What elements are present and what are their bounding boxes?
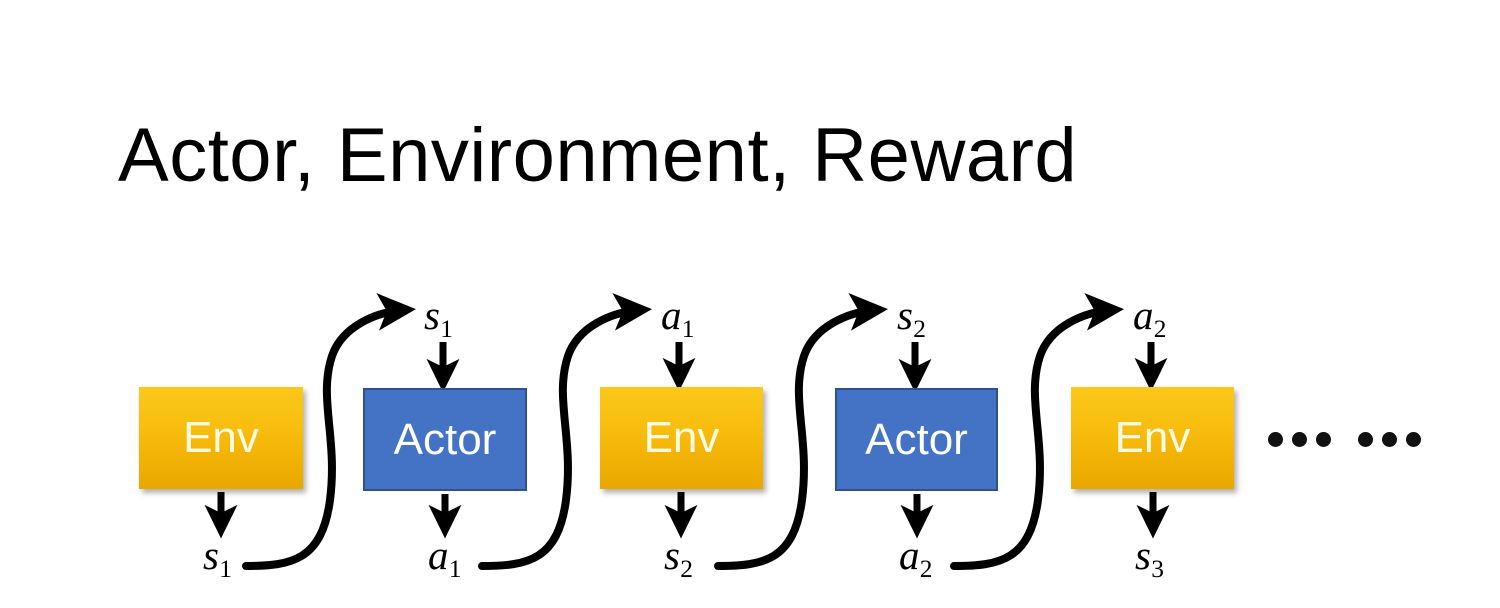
var-sub: 1 [448,554,462,583]
var-sub: 1 [219,554,232,583]
var-sub: 2 [913,314,926,343]
ellipsis-gap [1340,439,1349,440]
action-label-a1-bottom: a1 [428,532,461,582]
action-label-a2-bottom: a2 [899,532,932,582]
page-title: Actor, Environment, Reward [118,113,1078,198]
ellipsis-dot [1292,432,1307,447]
node-label: Actor [393,414,497,464]
feedback-curves [242,293,1124,570]
var-sub: 1 [681,314,695,343]
down-arrows-out-of-boxes [204,492,1170,539]
node-env-1[interactable]: Env [139,387,303,489]
var-base: s [203,532,219,578]
state-label-s3-bottom: s3 [1135,532,1164,582]
var-base: s [897,292,913,338]
down-arrows-into-boxes [426,342,1168,393]
action-label-a2-top: a2 [1133,292,1166,342]
node-env-3[interactable]: Env [1071,387,1234,489]
ellipsis-dot [1268,432,1283,447]
var-base: a [428,532,449,578]
node-actor-1[interactable]: Actor [363,388,527,491]
node-env-2[interactable]: Env [600,387,763,489]
action-label-a1-top: a1 [661,292,694,342]
var-base: s [664,532,680,578]
var-sub: 2 [680,554,693,583]
var-sub: 1 [440,314,453,343]
node-label: Actor [865,414,968,464]
var-base: a [899,532,920,578]
var-base: a [1133,292,1154,338]
state-label-s2-top: s2 [897,292,926,342]
node-actor-2[interactable]: Actor [835,388,998,491]
var-sub: 2 [1153,314,1167,343]
ellipsis-dot [1406,432,1421,447]
var-base: s [1135,532,1151,578]
state-label-s1-top: s1 [424,292,453,342]
ellipsis-dot [1358,432,1373,447]
var-sub: 2 [919,554,933,583]
node-label: Env [183,413,259,462]
ellipsis-icon [1268,432,1421,447]
var-base: s [424,292,440,338]
node-label: Env [1114,413,1191,462]
node-label: Env [643,413,720,462]
ellipsis-dot [1382,432,1397,447]
ellipsis-dot [1316,432,1331,447]
state-label-s2-bottom: s2 [664,532,693,582]
state-label-s1-bottom: s1 [203,532,232,582]
var-sub: 3 [1151,554,1164,583]
var-base: a [661,292,682,338]
